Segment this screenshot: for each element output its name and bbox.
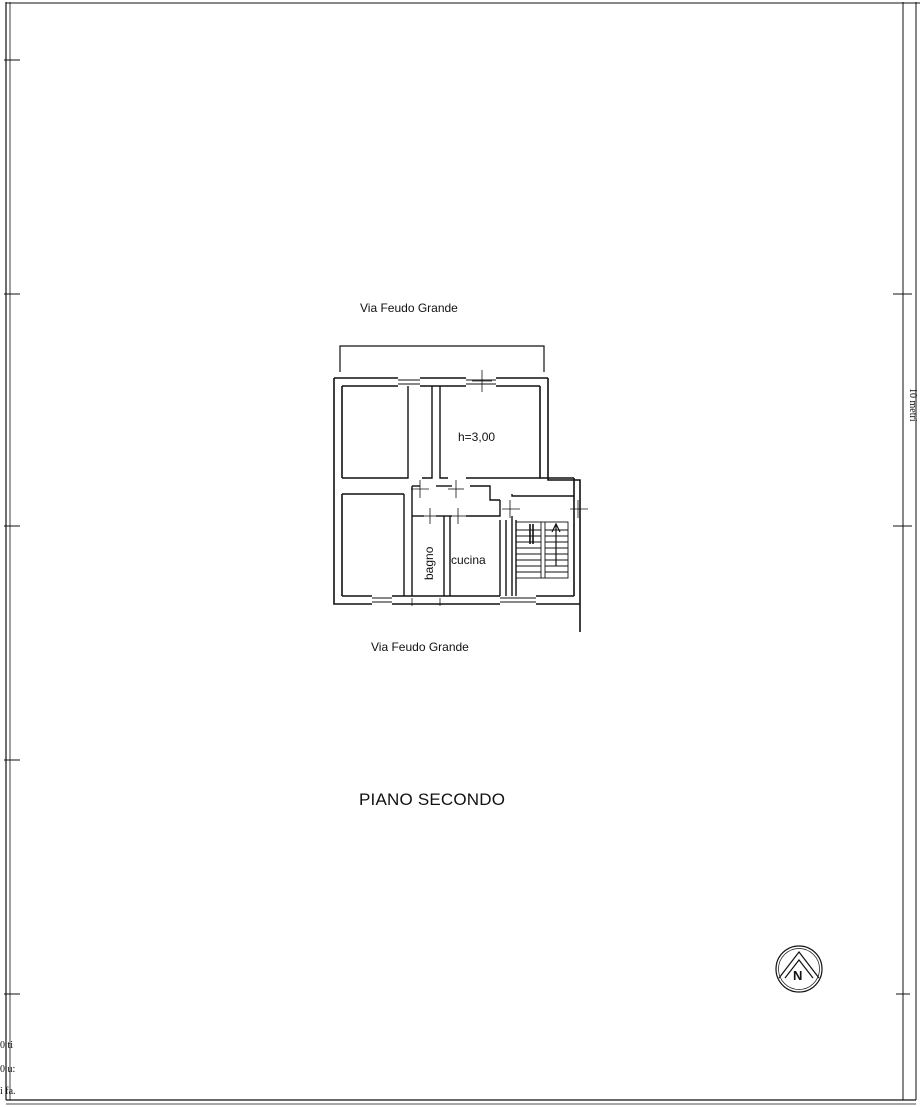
street-label-bottom: Via Feudo Grande [371,640,469,654]
floor-title: PIANO SECONDO [359,790,506,809]
balcony [339,345,545,372]
margin-mark: 0 ti [0,1040,14,1051]
north-label: N [793,968,803,983]
room-label-bathroom: bagno [422,546,436,580]
ceiling-height-label: h=3,00 [458,430,496,444]
margin-mark: i fa. [0,1086,16,1097]
sheet-frame [4,2,920,1105]
street-label-top: Via Feudo Grande [360,301,458,315]
north-arrow-icon [775,945,823,993]
windows [372,379,536,603]
scale-label: 10 metri [907,388,918,422]
room-label-kitchen: cucina [451,553,486,567]
margin-mark: 0 u: [0,1064,16,1075]
door-marks [411,370,588,606]
exterior-walls [333,377,581,632]
staircase [515,521,569,579]
